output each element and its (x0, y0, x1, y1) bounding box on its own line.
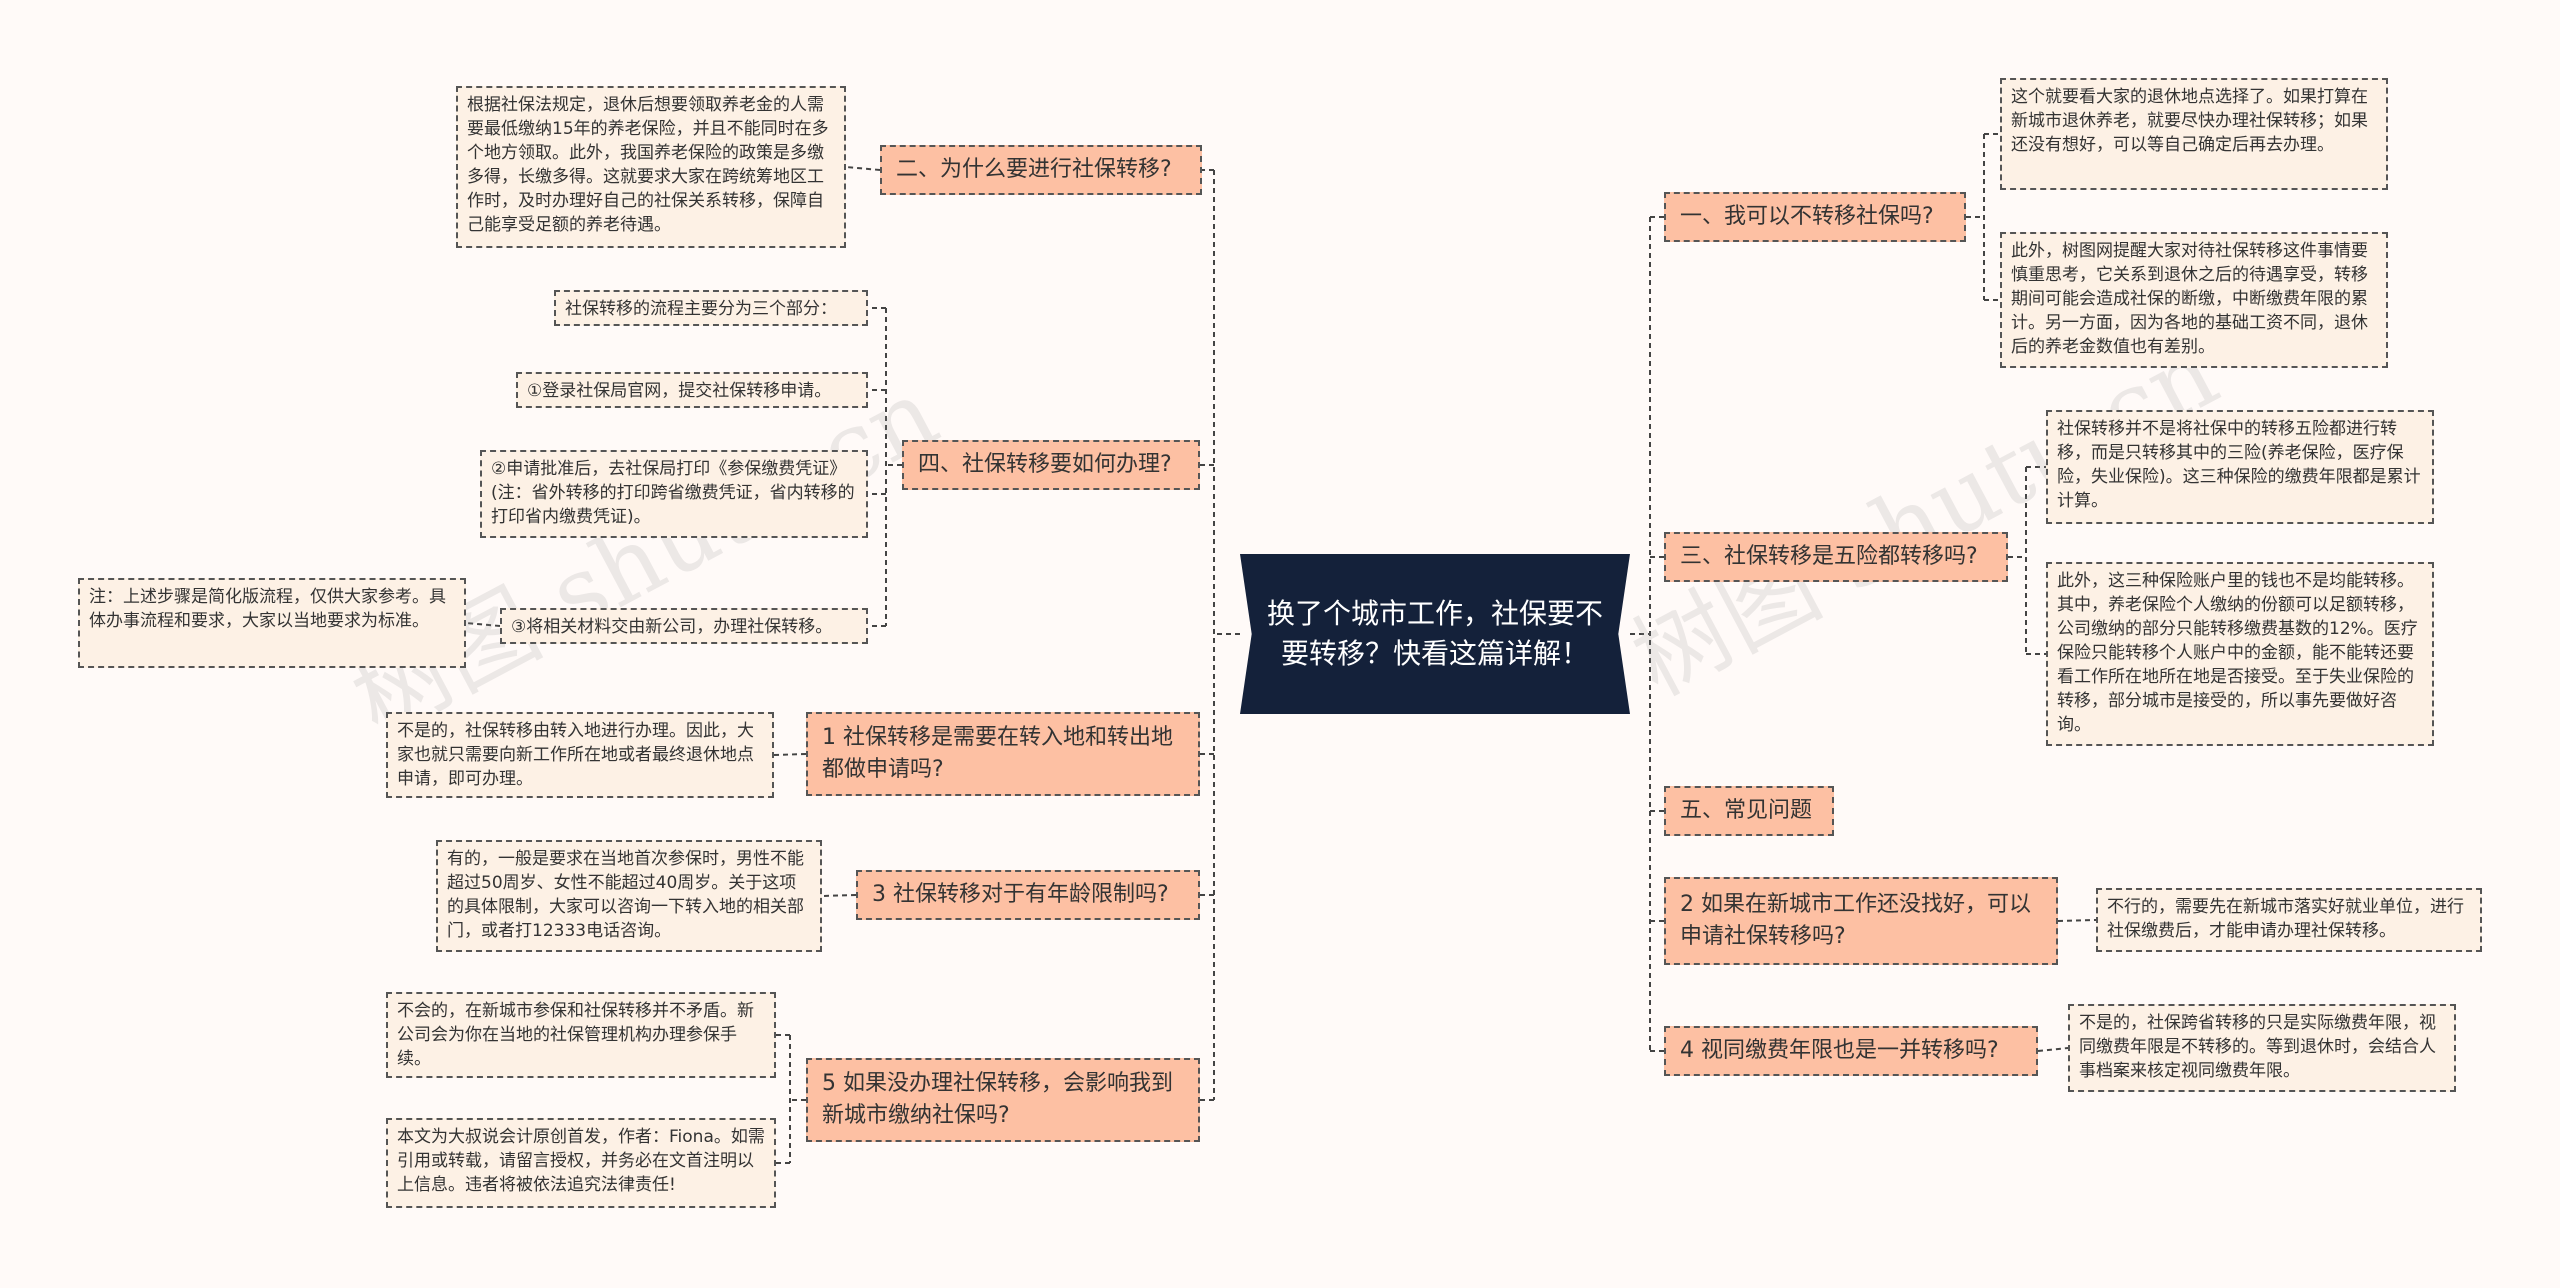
connector-21 (465, 622, 501, 627)
topic-five-insurances-label: 三、社保转移是五险都转移吗? (1680, 544, 1978, 569)
note-q3-answer: 有的，一般是要求在当地首次参保时，男性不能超过50周岁、女性不能超过40周岁。关… (436, 840, 822, 952)
topic-faq[interactable]: 五、常见问题 (1664, 786, 1834, 836)
note-step3: ③将相关材料交由新公司，办理社保转移。 (500, 608, 868, 644)
topic-q2-label: 2 如果在新城市工作还没找好，可以申请社保转移吗? (1680, 892, 2031, 949)
topic-how-to-transfer[interactable]: 四、社保转移要如何办理? (902, 440, 1200, 490)
topic-why-transfer-label: 二、为什么要进行社保转移? (896, 157, 1172, 182)
note-copyright: 本文为大叔说会计原创首发，作者：Fiona。如需引用或转载，请留言授权，并务必在… (386, 1118, 776, 1208)
note-q4-answer: 不是的，社保跨省转移的只是实际缴费年限，视同缴费年限是不转移的。等到退休时，会结… (2068, 1004, 2456, 1092)
topic-can-not-transfer-label: 一、我可以不转移社保吗? (1680, 204, 1934, 229)
topic-q2[interactable]: 2 如果在新城市工作还没找好，可以申请社保转移吗? (1664, 877, 2058, 965)
topic-q1-label: 1 社保转移是需要在转入地和转出地都做申请吗? (822, 725, 1173, 782)
note-step1: ①登录社保局官网，提交社保转移申请。 (516, 372, 868, 408)
topic-q3-label: 3 社保转移对于有年龄限制吗? (872, 882, 1169, 907)
note-process-intro: 社保转移的流程主要分为三个部分： (554, 290, 868, 326)
connector-22 (773, 753, 807, 756)
note-r3-answer: 社保转移并不是将社保中的转移五险都进行转移，而是只转移其中的三险(养老保险，医疗… (2046, 410, 2434, 524)
topic-q5[interactable]: 5 如果没办理社保转移，会影响我到新城市缴纳社保吗? (806, 1058, 1200, 1142)
note-r1-answer: 这个就要看大家的退休地点选择了。如果打算在新城市退休养老，就要尽快办理社保转移；… (2000, 78, 2388, 190)
topic-faq-label: 五、常见问题 (1680, 798, 1813, 823)
note-q5-answer: 不会的，在新城市参保和社保转移并不矛盾。新公司会为你在当地的社保管理机构办理参保… (386, 992, 776, 1078)
topic-q4-label: 4 视同缴费年限也是一并转移吗? (1680, 1038, 1999, 1063)
connector-36 (2057, 919, 2097, 922)
note-q2-answer: 不行的，需要先在新城市落实好就业单位，进行社保缴费后，才能申请办理社保转移。 (2096, 888, 2482, 952)
topic-q5-label: 5 如果没办理社保转移，会影响我到新城市缴纳社保吗? (822, 1071, 1173, 1128)
topic-five-insurances[interactable]: 三、社保转移是五险都转移吗? (1664, 532, 2008, 582)
connector-23 (821, 894, 857, 897)
topic-can-not-transfer[interactable]: 一、我可以不转移社保吗? (1664, 192, 1966, 242)
note-r3-extra: 此外，这三种保险账户里的钱也不是均能转移。其中，养老保险个人缴纳的份额可以足额转… (2046, 562, 2434, 746)
note-r1-extra: 此外，树图网提醒大家对待社保转移这件事情要慎重思考，它关系到退休之后的待遇享受，… (2000, 232, 2388, 368)
central-topic[interactable]: 换了个城市工作，社保要不要转移？快看这篇详解！ (1240, 554, 1630, 714)
note-q1-answer: 不是的，社保转移由转入地进行办理。因此，大家也就只需要向新工作所在地或者最终退休… (386, 712, 774, 798)
topic-q1[interactable]: 1 社保转移是需要在转入地和转出地都做申请吗? (806, 712, 1200, 796)
connector-14 (845, 166, 881, 171)
topic-q3[interactable]: 3 社保转移对于有年龄限制吗? (856, 870, 1200, 920)
note-step2: ②申请批准后，去社保局打印《参保缴费凭证》(注：省外转移的打印跨省缴费凭证，省内… (480, 450, 868, 538)
note-step-disclaimer: 注：上述步骤是简化版流程，仅供大家参考。具体办事流程和要求，大家以当地要求为标准… (78, 578, 466, 668)
topic-why-transfer[interactable]: 二、为什么要进行社保转移? (880, 145, 1202, 195)
topic-how-to-transfer-label: 四、社保转移要如何办理? (918, 452, 1172, 477)
note-why: 根据社保法规定，退休后想要领取养老金的人需要最低缴纳15年的养老保险，并且不能同… (456, 86, 846, 248)
connector-37 (2037, 1047, 2069, 1052)
central-topic-label: 换了个城市工作，社保要不要转移？快看这篇详解！ (1266, 597, 1603, 670)
topic-q4[interactable]: 4 视同缴费年限也是一并转移吗? (1664, 1026, 2038, 1076)
